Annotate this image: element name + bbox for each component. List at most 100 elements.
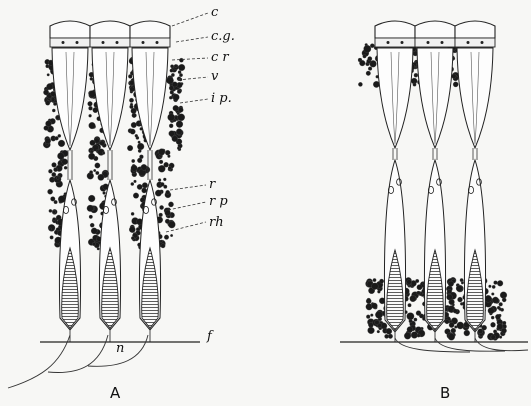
pigment-granule: [170, 234, 173, 237]
pigment-granule: [131, 237, 134, 240]
pigment-granule: [492, 285, 495, 288]
pigment-granule: [407, 313, 414, 320]
pigment-granule: [497, 324, 503, 330]
pigment-granule: [388, 334, 393, 339]
pigment-granule: [488, 308, 494, 314]
retinula-stalk: [473, 148, 477, 160]
pigment-granule: [135, 134, 138, 137]
corneagen-nucleus: [102, 41, 105, 44]
pigment-granule: [179, 73, 182, 76]
corneal-lens: [415, 21, 455, 38]
corneagen-nucleus: [427, 41, 430, 44]
pigment-granule: [96, 171, 100, 175]
pigment-granule: [499, 302, 503, 306]
pigment-granule: [89, 106, 93, 110]
pigment-granule: [492, 297, 498, 303]
crystalline-cone: [457, 48, 493, 148]
panel-label-b: B: [440, 384, 450, 402]
pigment-granule: [414, 73, 418, 77]
pigment-granule: [103, 192, 106, 195]
pigment-granule: [458, 297, 463, 302]
retinula-stalk: [148, 150, 152, 180]
pigment-granule: [164, 235, 169, 240]
pigment-granule: [372, 303, 378, 309]
pigment-granule: [50, 236, 54, 240]
pigment-granule: [368, 57, 372, 61]
pigment-granule: [90, 150, 93, 153]
pigment-granule: [54, 200, 58, 204]
pigment-granule: [494, 281, 498, 285]
pigment-granule: [98, 174, 104, 180]
pigment-granule: [128, 74, 132, 78]
pigment-granule: [47, 83, 53, 89]
pigment-granule: [453, 309, 457, 313]
crystalline-cone: [417, 48, 453, 148]
pigment-granule: [491, 316, 494, 319]
pigment-granule: [160, 240, 163, 243]
corneagen-cells: [90, 38, 130, 47]
crystalline-cone: [52, 48, 88, 150]
pigment-granule: [91, 228, 97, 234]
pigment-granule: [407, 280, 412, 285]
pigment-granule: [447, 289, 452, 294]
pigment-granule: [88, 153, 95, 160]
pigment-granule: [93, 169, 96, 172]
pigment-granule: [178, 114, 185, 121]
pigment-granule: [131, 122, 137, 128]
pigment-granule: [452, 74, 457, 79]
pigment-granule: [138, 141, 141, 144]
pigment-granule: [95, 163, 100, 168]
pigment-granule: [409, 319, 413, 323]
pigment-granule: [54, 168, 58, 172]
pigment-granule: [174, 64, 177, 67]
pigment-granule: [457, 322, 464, 329]
pigment-granule: [142, 183, 148, 189]
pigment-granule: [377, 290, 380, 293]
corneagen-nucleus: [441, 41, 444, 44]
pigment-granule: [47, 74, 50, 77]
pigment-granule: [166, 190, 170, 194]
pigment-granule: [165, 150, 170, 155]
pigment-granule: [52, 109, 55, 112]
label-corneal-lens: c: [211, 5, 219, 20]
pigment-granule: [169, 131, 175, 137]
pigment-granule: [53, 210, 56, 213]
pigment-granule: [417, 334, 420, 337]
pigment-granule: [49, 209, 52, 212]
pigment-granule: [460, 278, 463, 281]
pigment-granule: [132, 159, 135, 162]
pigment-granule: [176, 129, 182, 135]
pigment-granule: [359, 60, 365, 66]
pigment-granule: [177, 147, 180, 150]
pigment-granule: [503, 321, 507, 325]
retinula-stalk: [393, 148, 397, 160]
panel-label-a: A: [110, 384, 121, 402]
pigment-granule: [169, 124, 173, 128]
label-iris-pigment: i p.: [211, 91, 232, 106]
pigment-granule: [64, 166, 67, 169]
corneal-lens: [375, 21, 415, 38]
corneagen-nucleus: [116, 41, 119, 44]
corneagen-cells: [50, 38, 90, 47]
pigment-granule: [45, 101, 50, 106]
pigment-granule: [158, 149, 165, 156]
pigment-granule: [366, 299, 371, 304]
pigment-granule: [379, 279, 383, 283]
pigment-granule: [178, 107, 183, 112]
panel-a-drawing: [8, 21, 200, 388]
pigment-granule: [131, 165, 137, 171]
pigment-granule: [453, 82, 458, 87]
ommatidia-a: [50, 21, 170, 342]
label-crystalline-cone: c r: [211, 50, 229, 65]
corneal-lens: [50, 21, 90, 38]
pigment-granule: [168, 155, 171, 158]
pigment-granule: [451, 328, 456, 333]
corneagen-nucleus: [76, 41, 79, 44]
corneagen-nucleus: [401, 41, 404, 44]
pigment-granule: [168, 114, 175, 121]
pigment-granule: [178, 64, 185, 71]
retinula-stalk: [433, 148, 437, 160]
pigment-granule: [62, 159, 68, 165]
pigment-granule: [131, 108, 137, 114]
